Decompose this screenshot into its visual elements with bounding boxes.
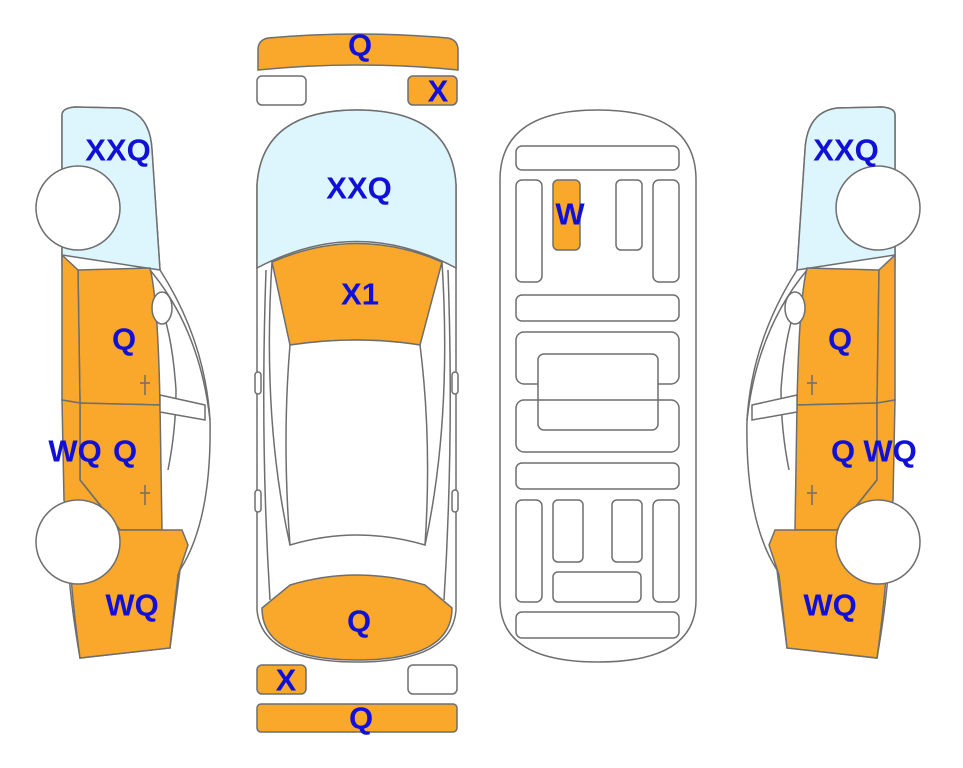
underbody-view: W	[499, 109, 697, 663]
front-right-lamp-label: X	[428, 74, 449, 109]
left-mirror-side	[159, 394, 206, 421]
windshield-panel[interactable]	[256, 109, 457, 270]
underbody-part-2	[615, 179, 643, 251]
underbody-crossmember-4	[515, 611, 680, 639]
underbody-rail-right-2	[652, 499, 680, 603]
right-rear-wheel	[835, 499, 921, 585]
underbody-rail-right-1	[652, 179, 680, 283]
rear-left-lamp[interactable]	[256, 664, 307, 695]
underbody-part-damaged[interactable]	[552, 179, 581, 251]
right-rear-quarter-label: WQ	[803, 588, 856, 623]
left-rear-wheel	[35, 499, 121, 585]
right-rocker-label: WQ	[863, 434, 916, 469]
left-rear-handle	[140, 485, 150, 505]
trunk-panel[interactable]	[261, 574, 453, 661]
roof-panel	[285, 339, 429, 546]
left-front-handle	[140, 375, 150, 395]
underbody-part-label: W	[555, 197, 585, 232]
left-rear-door-label: Q	[113, 434, 137, 469]
right-rear-door-label: Q	[831, 434, 855, 469]
right-roofline	[746, 269, 808, 421]
underbody-rail-left-1	[515, 179, 543, 283]
left-a-line	[268, 261, 291, 546]
left-windshield-label: XXQ	[85, 133, 150, 168]
underbody-part-4	[611, 499, 643, 563]
left-rocker-label: WQ	[48, 434, 101, 469]
windshield-label: XXQ	[326, 171, 391, 206]
left-side-mirror	[151, 291, 173, 325]
left-mirror	[254, 371, 262, 395]
front-right-lamp[interactable]	[407, 75, 458, 106]
right-mirror	[451, 371, 459, 395]
left-roofline	[149, 269, 211, 421]
rear-left-lamp-label: X	[276, 663, 297, 698]
left-rear-quarter-label: WQ	[105, 588, 158, 623]
right-windshield-label: XXQ	[813, 133, 878, 168]
underbody-part-5	[552, 571, 642, 603]
underbody-part-3	[552, 499, 584, 563]
underbody-block-2	[515, 399, 680, 453]
left-handle	[254, 489, 262, 513]
front-bumper-label: Q	[348, 28, 372, 63]
underbody-crossmember-3	[515, 462, 680, 490]
front-left-lamp[interactable]	[256, 75, 307, 106]
right-a-line	[424, 261, 446, 546]
top-view: Q X XXQ X1 Q X Q	[254, 28, 459, 736]
left-side-view: XXQ Q WQ Q WQ	[35, 106, 211, 659]
underbody-center-tunnel	[537, 353, 659, 431]
underbody-rail-left-2	[515, 499, 543, 603]
trunk-label: Q	[347, 604, 371, 639]
right-side-mirror	[784, 291, 806, 325]
underbody-crossmember-1	[515, 145, 680, 171]
right-front-door-label: Q	[828, 322, 852, 357]
left-side-line	[263, 269, 271, 601]
right-side-view: XXQ Q Q WQ WQ	[746, 106, 921, 659]
left-front-wheel	[35, 165, 121, 251]
hood-label: X1	[341, 277, 379, 312]
rear-right-lamp[interactable]	[407, 664, 458, 695]
right-handle	[451, 489, 459, 513]
right-front-handle	[807, 375, 817, 395]
rear-bumper-panel[interactable]	[256, 703, 458, 733]
front-bumper-panel[interactable]	[257, 33, 459, 71]
underbody-crossmember-2	[515, 294, 680, 322]
left-front-fender[interactable]	[61, 253, 81, 404]
right-front-wheel	[835, 165, 921, 251]
right-rear-handle	[807, 485, 817, 505]
right-mirror-side	[751, 394, 798, 421]
right-side-line	[443, 269, 451, 601]
rear-bumper-label: Q	[349, 701, 373, 736]
right-front-fender[interactable]	[876, 253, 896, 404]
left-front-door-label: Q	[112, 322, 136, 357]
